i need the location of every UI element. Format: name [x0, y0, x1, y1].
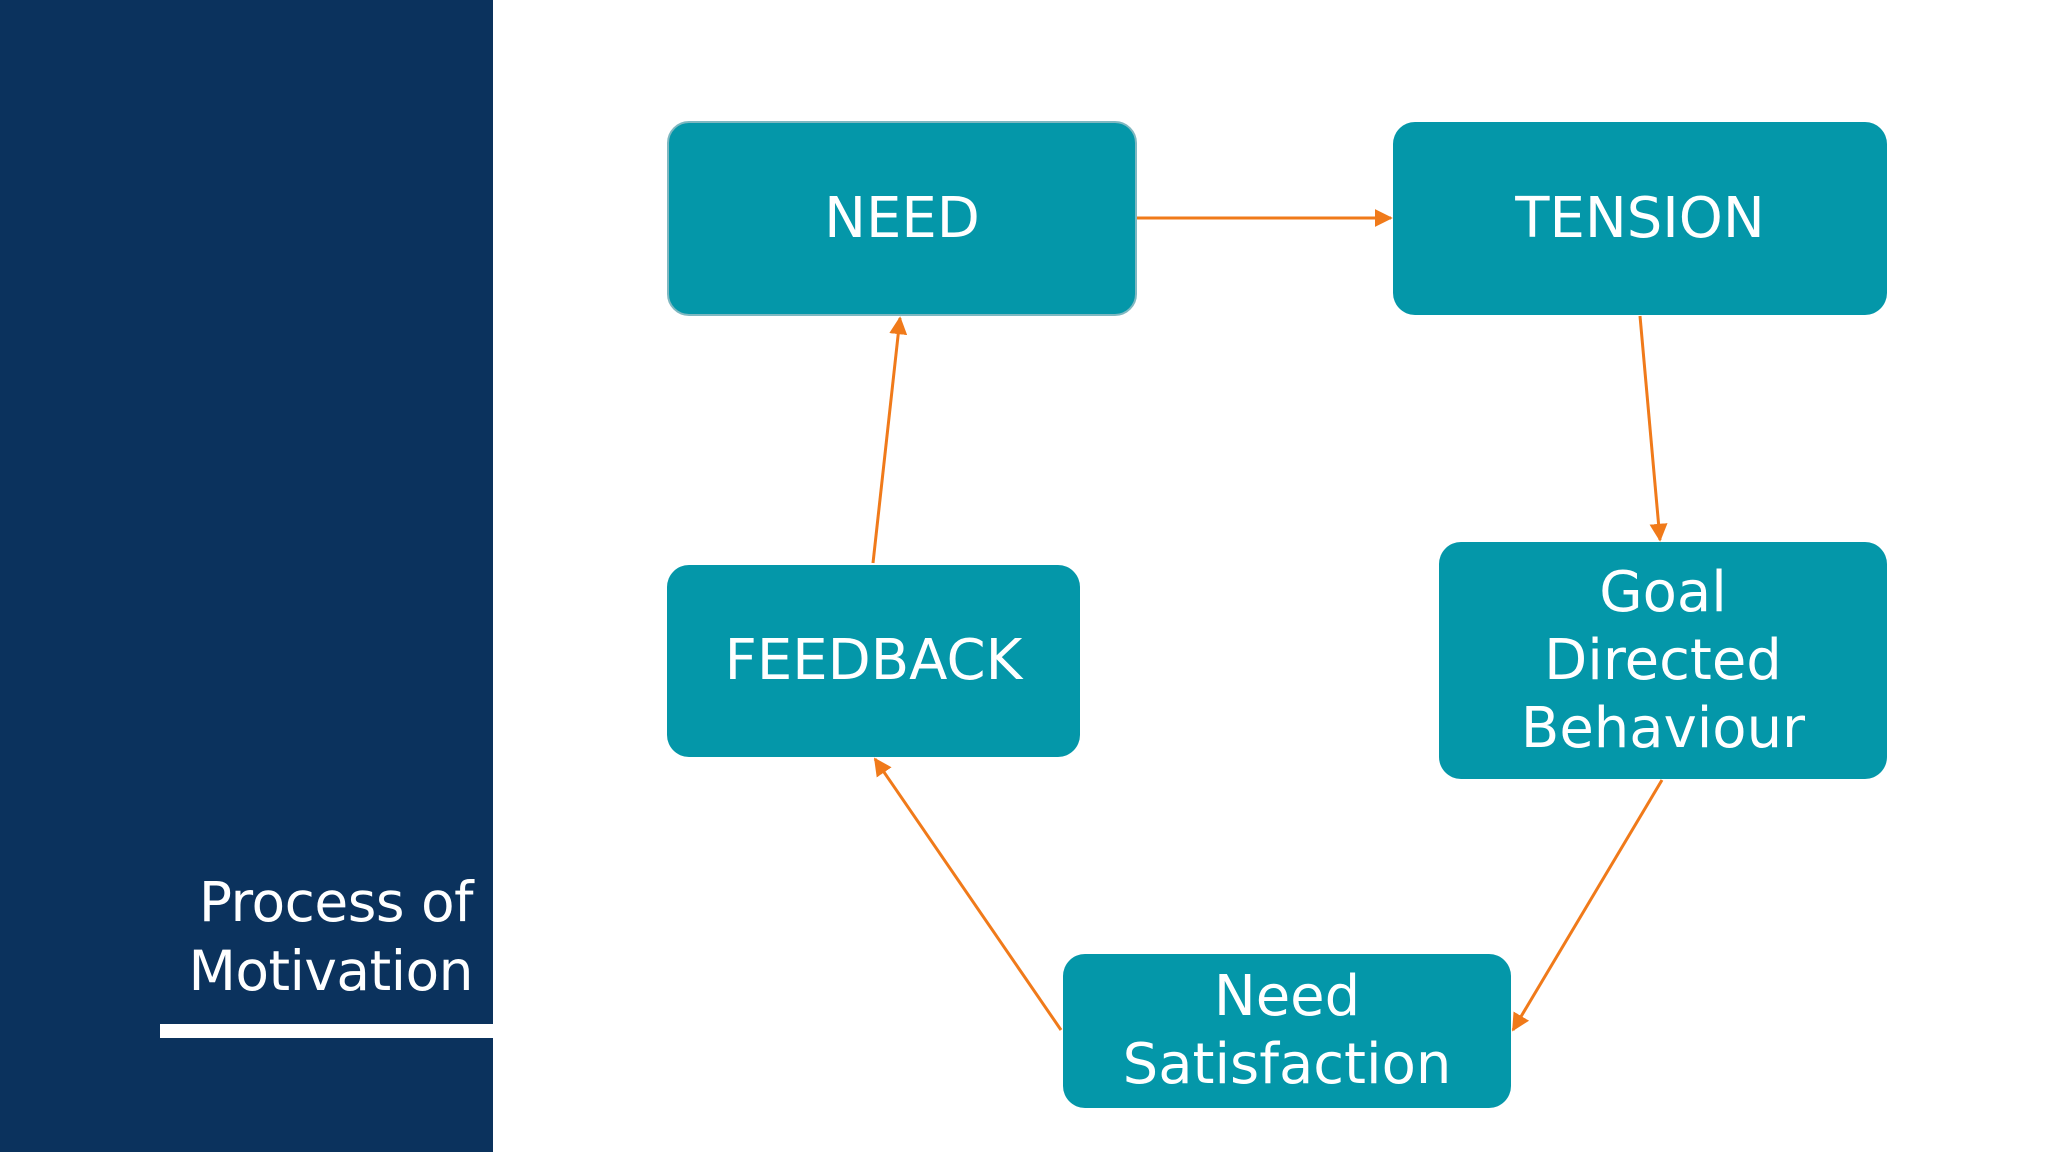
node-goal-label-line-2: Directed: [1544, 627, 1782, 693]
slide-title: Process of Motivation: [33, 868, 473, 1006]
sidebar-panel: Process of Motivation: [0, 0, 493, 1152]
node-feedback-label: FEEDBACK: [724, 628, 1023, 693]
arrow-goal-to-satisfaction: [1511, 779, 1664, 1032]
arrow-satisfaction-to-feedback: [873, 757, 1063, 1031]
node-need-satisfaction: Need Satisfaction: [1063, 954, 1511, 1108]
node-need-label: NEED: [824, 185, 980, 251]
arrow-tension-to-goal: [1638, 315, 1668, 542]
node-goal-directed-behaviour: Goal Directed Behaviour: [1439, 542, 1887, 779]
node-goal-label-line-1: Goal: [1599, 559, 1727, 625]
node-satisfaction-label-line-2: Satisfaction: [1122, 1032, 1452, 1097]
title-underline: [160, 1024, 493, 1038]
node-tension: TENSION: [1393, 122, 1887, 315]
node-tension-label: TENSION: [1515, 185, 1765, 251]
slide-title-line-1: Process of: [198, 870, 474, 934]
node-need: NEED: [667, 121, 1137, 316]
slide-title-line-2: Motivation: [188, 939, 473, 1003]
node-feedback: FEEDBACK: [667, 565, 1080, 757]
node-goal-label-line-3: Behaviour: [1520, 695, 1806, 761]
arrow-feedback-to-need: [871, 316, 908, 564]
node-satisfaction-label-line-1: Need: [1213, 964, 1361, 1029]
